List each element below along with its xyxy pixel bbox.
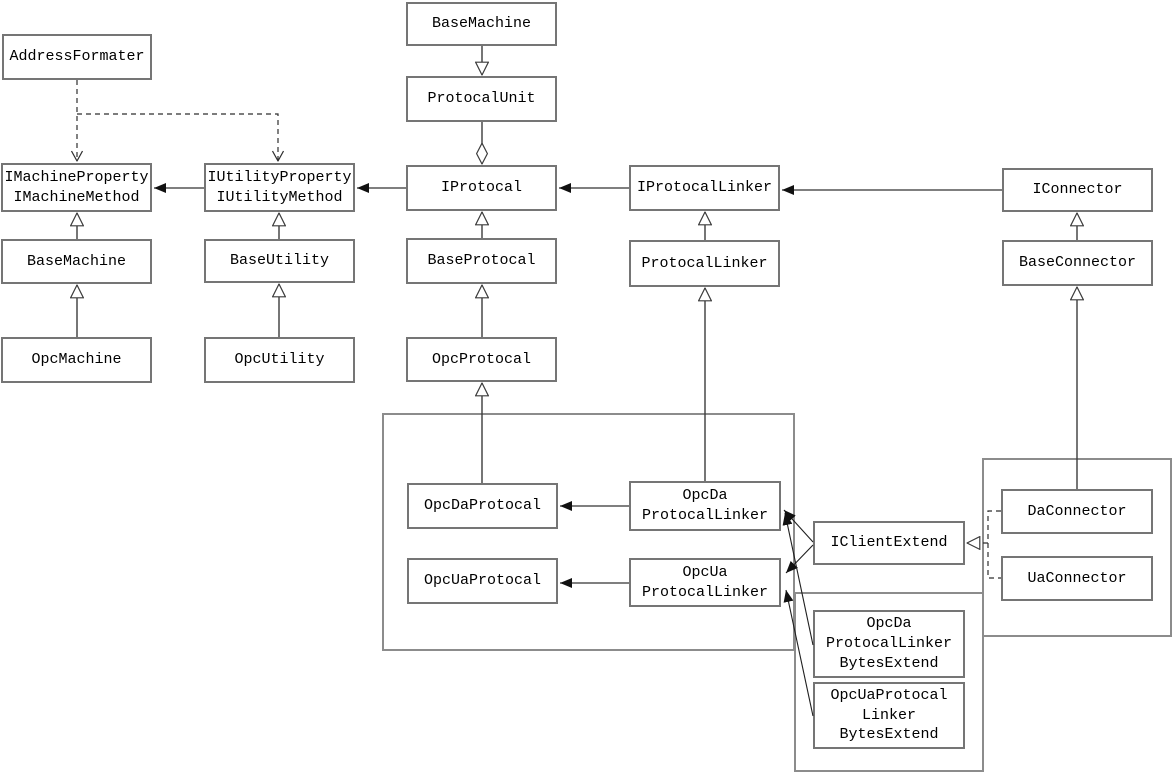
class-box-opcmachine[interactable]: OpcMachine: [1, 337, 152, 383]
class-label: BaseConnector: [1018, 254, 1137, 272]
class-label: IUtilityMethod: [216, 188, 343, 206]
class-box-basemachine-top[interactable]: BaseMachine: [406, 2, 557, 46]
class-label: OpcUtility: [234, 351, 325, 369]
class-label: OpcUaProtocal: [830, 686, 948, 704]
class-label: IClientExtend: [830, 534, 948, 552]
class-label: OpcDaProtocal: [423, 497, 542, 515]
class-box-opcda-protocallinker-bytesextend[interactable]: OpcDa ProtocalLinker BytesExtend: [813, 610, 965, 678]
class-label: BytesExtend: [839, 726, 939, 744]
class-label: BaseMachine: [431, 15, 532, 33]
class-label: OpcDa: [682, 487, 728, 505]
class-label: IUtilityProperty: [207, 168, 352, 186]
class-box-protocallinker[interactable]: ProtocalLinker: [629, 240, 780, 287]
class-box-opcprotocal[interactable]: OpcProtocal: [406, 337, 557, 382]
edge-addressformater-iutility-dependency: [77, 113, 278, 161]
class-label: IProtocalLinker: [636, 179, 773, 197]
class-label: OpcUaProtocal: [423, 572, 542, 590]
class-box-daconnector[interactable]: DaConnector: [1001, 489, 1153, 534]
class-box-uaconnector[interactable]: UaConnector: [1001, 556, 1153, 601]
class-label: ProtocalLinker: [641, 507, 769, 524]
class-label: BaseProtocal: [427, 252, 536, 270]
class-label: OpcDa: [866, 615, 912, 633]
class-box-baseprotocal[interactable]: BaseProtocal: [406, 238, 557, 284]
class-label: ProtocalLinker: [825, 635, 953, 653]
class-label: ProtocalUnit: [427, 90, 536, 108]
class-label: ProtocalLinker: [641, 254, 768, 272]
class-box-protocalunit[interactable]: ProtocalUnit: [406, 76, 557, 122]
class-label: DaConnector: [1027, 502, 1127, 520]
class-label: UaConnector: [1027, 569, 1127, 587]
class-label: IMachineMethod: [13, 188, 140, 206]
class-label: IConnector: [1032, 181, 1123, 199]
class-box-opcuaprotocal[interactable]: OpcUaProtocal: [407, 558, 558, 604]
class-label: IProtocal: [440, 179, 522, 197]
class-box-iconnector[interactable]: IConnector: [1002, 168, 1153, 212]
class-label: OpcProtocal: [431, 350, 532, 368]
class-label: BytesExtend: [839, 654, 939, 672]
class-label: BaseUtility: [229, 252, 330, 270]
class-box-iclientextend[interactable]: IClientExtend: [813, 521, 965, 565]
class-box-opcutility[interactable]: OpcUtility: [204, 337, 355, 383]
class-box-imachineproperty-imachinemethod[interactable]: IMachineProperty IMachineMethod: [1, 163, 152, 212]
group-box-connector-group[interactable]: [982, 458, 1172, 637]
class-label: BaseMachine: [26, 252, 127, 270]
class-box-opcdaprotocal[interactable]: OpcDaProtocal: [407, 483, 558, 529]
class-box-opcuaprotocal-linker-bytesextend[interactable]: OpcUaProtocal Linker BytesExtend: [813, 682, 965, 749]
class-box-addressformater[interactable]: AddressFormater: [2, 34, 152, 80]
class-box-baseconnector[interactable]: BaseConnector: [1002, 240, 1153, 286]
class-box-iprotocallinker[interactable]: IProtocalLinker: [629, 165, 780, 211]
class-label: Linker: [861, 706, 916, 724]
class-box-baseutility[interactable]: BaseUtility: [204, 239, 355, 283]
class-box-iprotocal[interactable]: IProtocal: [406, 165, 557, 211]
class-box-iutilityproperty-iutilitymethod[interactable]: IUtilityProperty IUtilityMethod: [204, 163, 355, 212]
group-box-opc-protocol-group[interactable]: [382, 413, 795, 651]
class-box-opcua-protocallinker[interactable]: OpcUa ProtocalLinker: [629, 558, 781, 607]
class-label: OpcUa: [682, 563, 728, 581]
class-box-opcda-protocallinker[interactable]: OpcDa ProtocalLinker: [629, 481, 781, 531]
class-label: AddressFormater: [9, 48, 145, 66]
class-label: IMachineProperty: [4, 168, 149, 186]
class-box-basemachine-left[interactable]: BaseMachine: [1, 239, 152, 284]
class-label: OpcMachine: [31, 351, 122, 369]
class-label: ProtocalLinker: [641, 583, 769, 601]
